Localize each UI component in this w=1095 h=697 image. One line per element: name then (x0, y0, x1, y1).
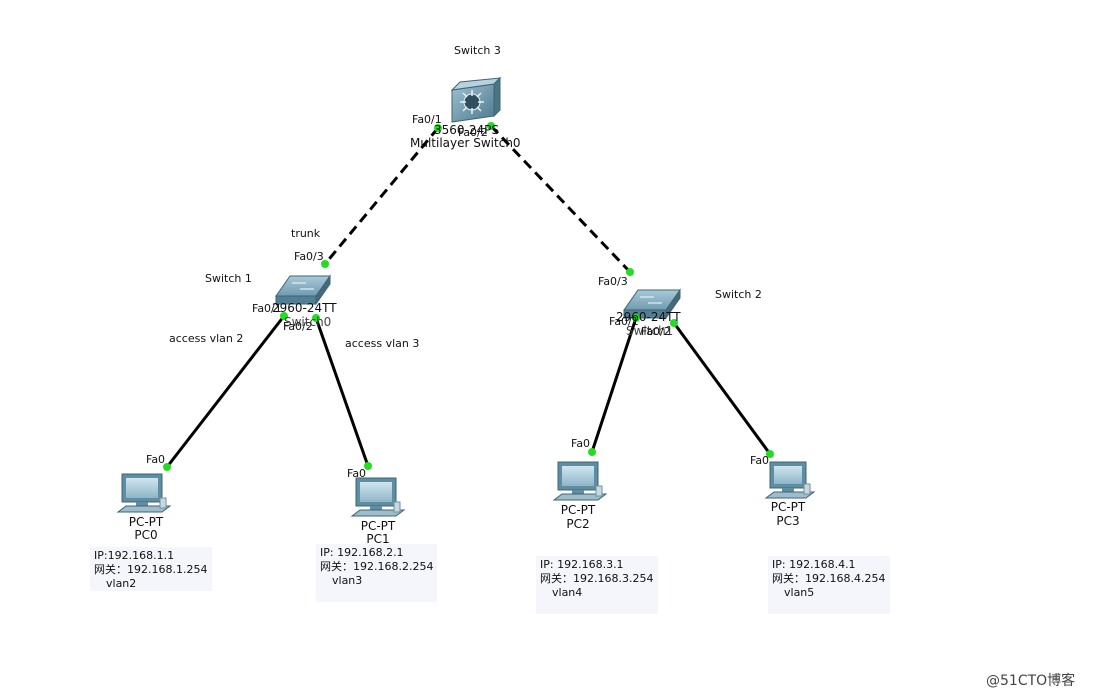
note-pc3[interactable]: IP: 192.168.4.1 网关：192.168.4.254 vlan5 (768, 556, 890, 614)
note-vlan: vlan5 (784, 586, 815, 599)
switch1-title: Switch 1 (205, 272, 252, 285)
port-dot (364, 462, 372, 470)
note-ip: IP: 192.168.4.1 (772, 558, 856, 571)
port-dot (766, 450, 774, 458)
link-s1-pc1[interactable] (314, 317, 370, 467)
port-label: Fa0 (571, 437, 591, 450)
port-label: Fa0 (750, 454, 770, 467)
port-label: Fa0/1 (252, 302, 282, 315)
switch3-model: 3560-24PS (434, 123, 499, 137)
note-ip: IP: 192.168.3.1 (540, 558, 624, 571)
pc0-type: PC-PT (128, 515, 164, 529)
note-gateway: 网关：192.168.2.254 (320, 560, 434, 573)
watermark: @51CTO博客 (986, 673, 1076, 689)
port-dot (626, 268, 634, 276)
note-vlan: vlan3 (332, 574, 363, 587)
note-vlan: vlan2 (106, 577, 137, 590)
pc3-name: PC3 (776, 514, 800, 528)
port-dot (163, 463, 171, 471)
trunk-label: trunk (291, 227, 321, 240)
switch-icon[interactable] (275, 274, 331, 306)
switch3-name: Multilayer Switch0 (410, 136, 521, 150)
link-s3-s1[interactable] (323, 127, 440, 265)
access-vlan3-label: access vlan 3 (345, 337, 420, 350)
note-gateway: 网关：192.168.4.254 (772, 572, 886, 585)
link-s3-s2[interactable] (489, 124, 632, 274)
switch2-name: Switch1 (626, 324, 674, 338)
port-dot (434, 124, 442, 132)
port-status-dots (163, 122, 774, 471)
pc2-type: PC-PT (560, 503, 596, 517)
switch3-title: Switch 3 (454, 44, 501, 57)
access-vlan2-label: access vlan 2 (169, 332, 244, 345)
switch1-model: 2960-24TT (272, 301, 337, 315)
pc-icon[interactable] (764, 461, 816, 499)
port-label: Fa0 (146, 453, 166, 466)
port-dot (670, 319, 678, 327)
note-ip: IP:192.168.1.1 (94, 549, 175, 562)
port-dot (321, 260, 329, 268)
link-s1-pc0[interactable] (165, 315, 286, 468)
note-pc0[interactable]: IP:192.168.1.1 网关：192.168.1.254 vlan2 (90, 547, 212, 591)
port-label: Fa0/1 (412, 113, 442, 126)
port-label: Fa0/2 (641, 325, 671, 338)
pc1-name: PC1 (366, 532, 390, 546)
pc-icon[interactable] (552, 461, 608, 501)
port-label: Fa0/2 (283, 320, 313, 333)
switch2-title: Switch 2 (715, 288, 762, 301)
link-s2-pc3[interactable] (672, 322, 772, 455)
port-label: Fa0/2 (458, 126, 488, 139)
note-gateway: 网关：192.168.3.254 (540, 572, 654, 585)
port-dot (312, 314, 320, 322)
note-pc2[interactable]: IP: 192.168.3.1 网关：192.168.3.254 vlan4 (536, 556, 658, 614)
multilayer-switch-icon[interactable] (450, 76, 502, 123)
port-dot (588, 448, 596, 456)
pc1-type: PC-PT (360, 519, 396, 533)
pc-icon[interactable] (350, 477, 406, 517)
port-dot (280, 312, 288, 320)
switch1-name: Switch0 (284, 315, 332, 329)
port-label: Fa0/3 (598, 275, 628, 288)
port-label: Fa0 (347, 467, 367, 480)
pc3-type: PC-PT (770, 500, 806, 514)
note-vlan: vlan4 (552, 586, 583, 599)
port-label: Fa0/1 (609, 315, 639, 328)
pc0-name: PC0 (134, 528, 158, 542)
port-dot (632, 314, 640, 322)
port-label: Fa0/3 (294, 250, 324, 263)
switch-icon[interactable] (623, 288, 681, 320)
port-dot (487, 122, 495, 130)
pc-icon[interactable] (116, 473, 172, 513)
note-pc1[interactable]: IP: 192.168.2.1 网关：192.168.2.254 vlan3 (316, 544, 437, 602)
pc2-name: PC2 (566, 517, 590, 531)
note-ip: IP: 192.168.2.1 (320, 546, 404, 559)
switch2-model: 2960-24TT (616, 310, 681, 324)
link-s2-pc2[interactable] (590, 317, 638, 453)
note-gateway: 网关：192.168.1.254 (94, 563, 208, 576)
